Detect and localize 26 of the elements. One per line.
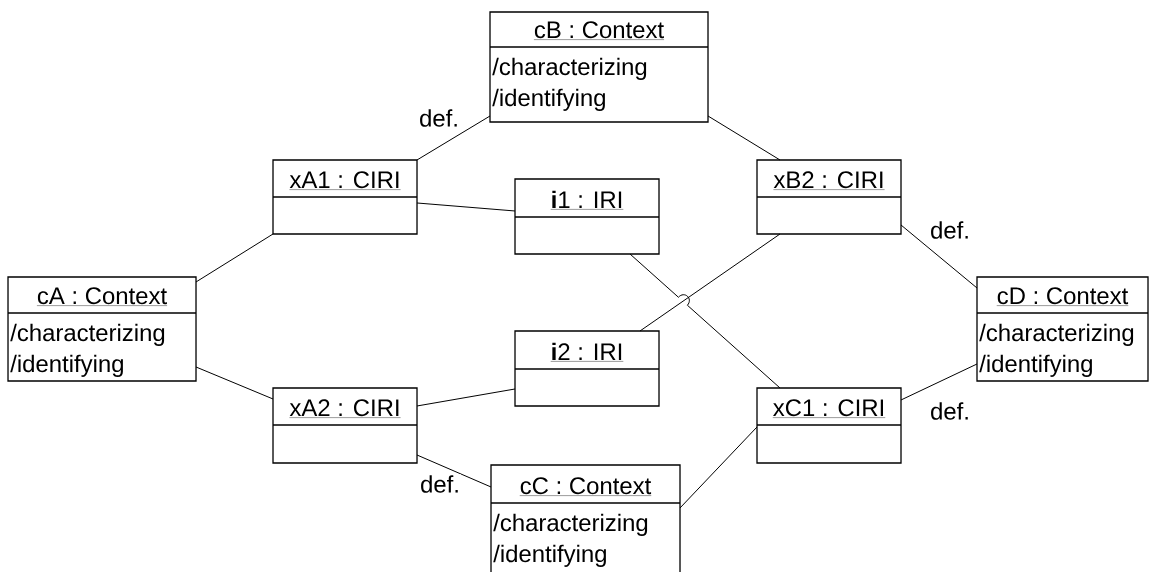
connector-line: [900, 224, 978, 289]
connector-line: [195, 233, 274, 283]
object-box: cA : Context /characterizing /identifying: [7, 276, 197, 382]
connector-line: [900, 363, 978, 401]
object-box: xC1 : CIRI: [756, 387, 902, 464]
connector-line: [679, 426, 758, 509]
object-box: xA1 : CIRI: [272, 159, 418, 235]
connector-line: [195, 366, 274, 400]
connector-line: [629, 253, 781, 389]
connector-line: [707, 115, 781, 161]
connector-line: [416, 388, 516, 407]
object-box: i2 : IRI: [514, 330, 660, 407]
connector-line: [416, 202, 516, 212]
connector-line: [416, 115, 491, 161]
edge-label: def.: [929, 401, 971, 421]
edge-label: def.: [929, 220, 971, 240]
object-box: xB2 : CIRI: [756, 159, 902, 235]
edge-label: def.: [419, 474, 461, 494]
object-box: xA2 : CIRI: [272, 387, 418, 464]
connector-line: [639, 233, 781, 332]
object-box: cC : Context /characterizing /identifying: [490, 464, 681, 572]
object-box: cB : Context /characterizing /identifying: [489, 11, 709, 123]
edge-label: def.: [418, 108, 460, 128]
connector-line: [416, 454, 492, 488]
object-box: cD : Context /characterizing /identifying: [976, 276, 1149, 382]
object-box: i1 : IRI: [514, 178, 660, 255]
